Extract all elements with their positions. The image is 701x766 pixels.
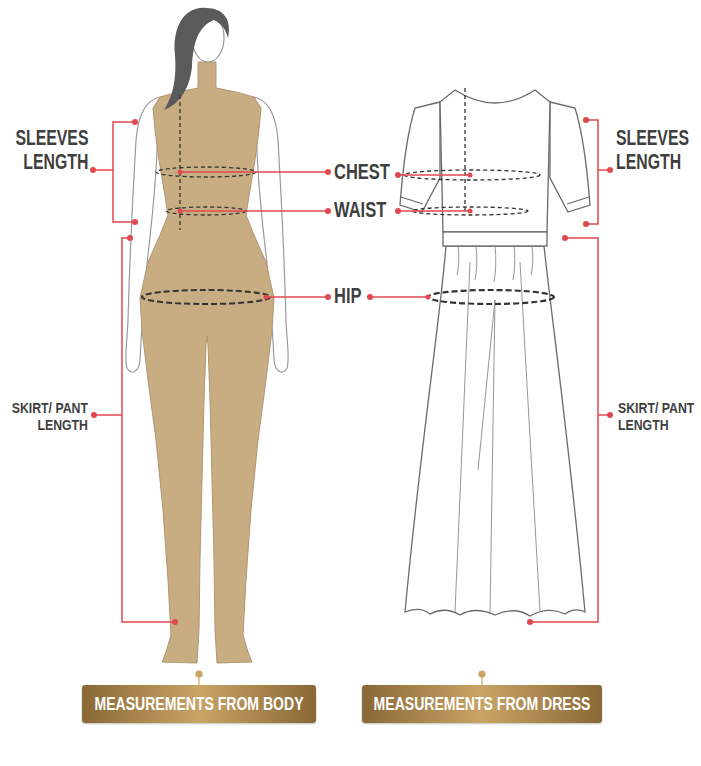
leader-dot <box>325 294 331 300</box>
leader-line <box>586 120 598 224</box>
leader-line <box>398 174 470 176</box>
leader-dot <box>562 235 568 241</box>
measurement-label: SKIRT/ PANT LENGTH <box>618 399 697 433</box>
measurement-label: SLEEVES LENGTH <box>15 126 88 174</box>
leader-line <box>93 120 610 622</box>
dress-fold <box>455 262 470 612</box>
dress-outline <box>405 246 585 616</box>
dress-outline <box>400 90 590 616</box>
leader-dot <box>607 412 613 418</box>
title-badge: MEASUREMENTS FROM DRESS <box>362 685 603 723</box>
badge-pin <box>479 671 485 677</box>
dress-outline <box>401 197 423 204</box>
dress-measure-guide <box>404 88 554 304</box>
badge-pin <box>196 671 202 677</box>
dress-outline <box>550 102 590 212</box>
badge-pin <box>196 671 485 685</box>
dress-fold <box>494 246 496 282</box>
dress-outline <box>443 232 547 246</box>
measurement-label: CHEST <box>334 159 390 185</box>
body-measure-guide <box>142 290 270 304</box>
leader-line <box>113 122 135 222</box>
leader-line <box>398 210 470 212</box>
leader-dot <box>468 209 473 214</box>
leader-dot <box>132 219 138 225</box>
head <box>164 8 229 110</box>
leader-dot <box>178 170 183 175</box>
leader-dot <box>468 173 473 178</box>
leader-line <box>180 171 328 173</box>
leader-line <box>180 210 328 212</box>
leader-dot <box>607 167 613 173</box>
leader-dot <box>325 169 331 175</box>
leader-dot <box>172 619 178 625</box>
body-figure <box>140 62 274 663</box>
dress-measure-guide <box>464 88 465 214</box>
dress-fold <box>478 300 495 470</box>
body-measure-guide <box>142 95 270 304</box>
dress-fold <box>455 246 540 614</box>
leader-dot <box>395 208 401 214</box>
leader-dot <box>132 119 138 125</box>
leader-dot <box>583 221 589 227</box>
dress-measure-guide <box>428 290 554 304</box>
dress-fold <box>475 246 477 280</box>
dress-fold <box>490 300 495 614</box>
leader-dot <box>127 235 133 241</box>
dress-fold <box>457 246 459 275</box>
measurement-label: SLEEVES LENGTH <box>616 126 689 174</box>
leader-dot <box>527 619 533 625</box>
title-badge: MEASUREMENTS FROM BODY <box>82 685 315 723</box>
measurement-label: WAIST <box>334 197 386 223</box>
leader-dot <box>583 117 589 123</box>
measurement-label: SKIRT/ PANT LENGTH <box>9 399 88 433</box>
head <box>164 8 229 110</box>
leader-dot <box>426 295 431 300</box>
leader-line <box>266 296 328 298</box>
leader-dot <box>91 412 97 418</box>
leader-dot <box>178 209 183 214</box>
dress-fold <box>531 246 533 275</box>
leader-dot <box>90 167 96 173</box>
leader-dot <box>367 294 373 300</box>
body-figure <box>140 62 274 663</box>
leader-line <box>122 238 175 622</box>
leader-dot <box>325 208 331 214</box>
leader-dot <box>264 295 269 300</box>
badge-text: MEASUREMENTS FROM BODY <box>94 694 303 715</box>
badge-text: MEASUREMENTS FROM DRESS <box>374 694 591 715</box>
dress-fold <box>520 262 540 612</box>
dress-fold <box>513 246 515 280</box>
leader-dot <box>90 117 613 625</box>
leader-line <box>530 238 598 622</box>
dress-outline <box>400 102 440 212</box>
leader-line <box>370 296 428 298</box>
dress-outline <box>567 197 589 204</box>
measurement-label: HIP <box>334 283 362 309</box>
leader-dot <box>395 172 401 178</box>
leader-line <box>94 414 122 416</box>
